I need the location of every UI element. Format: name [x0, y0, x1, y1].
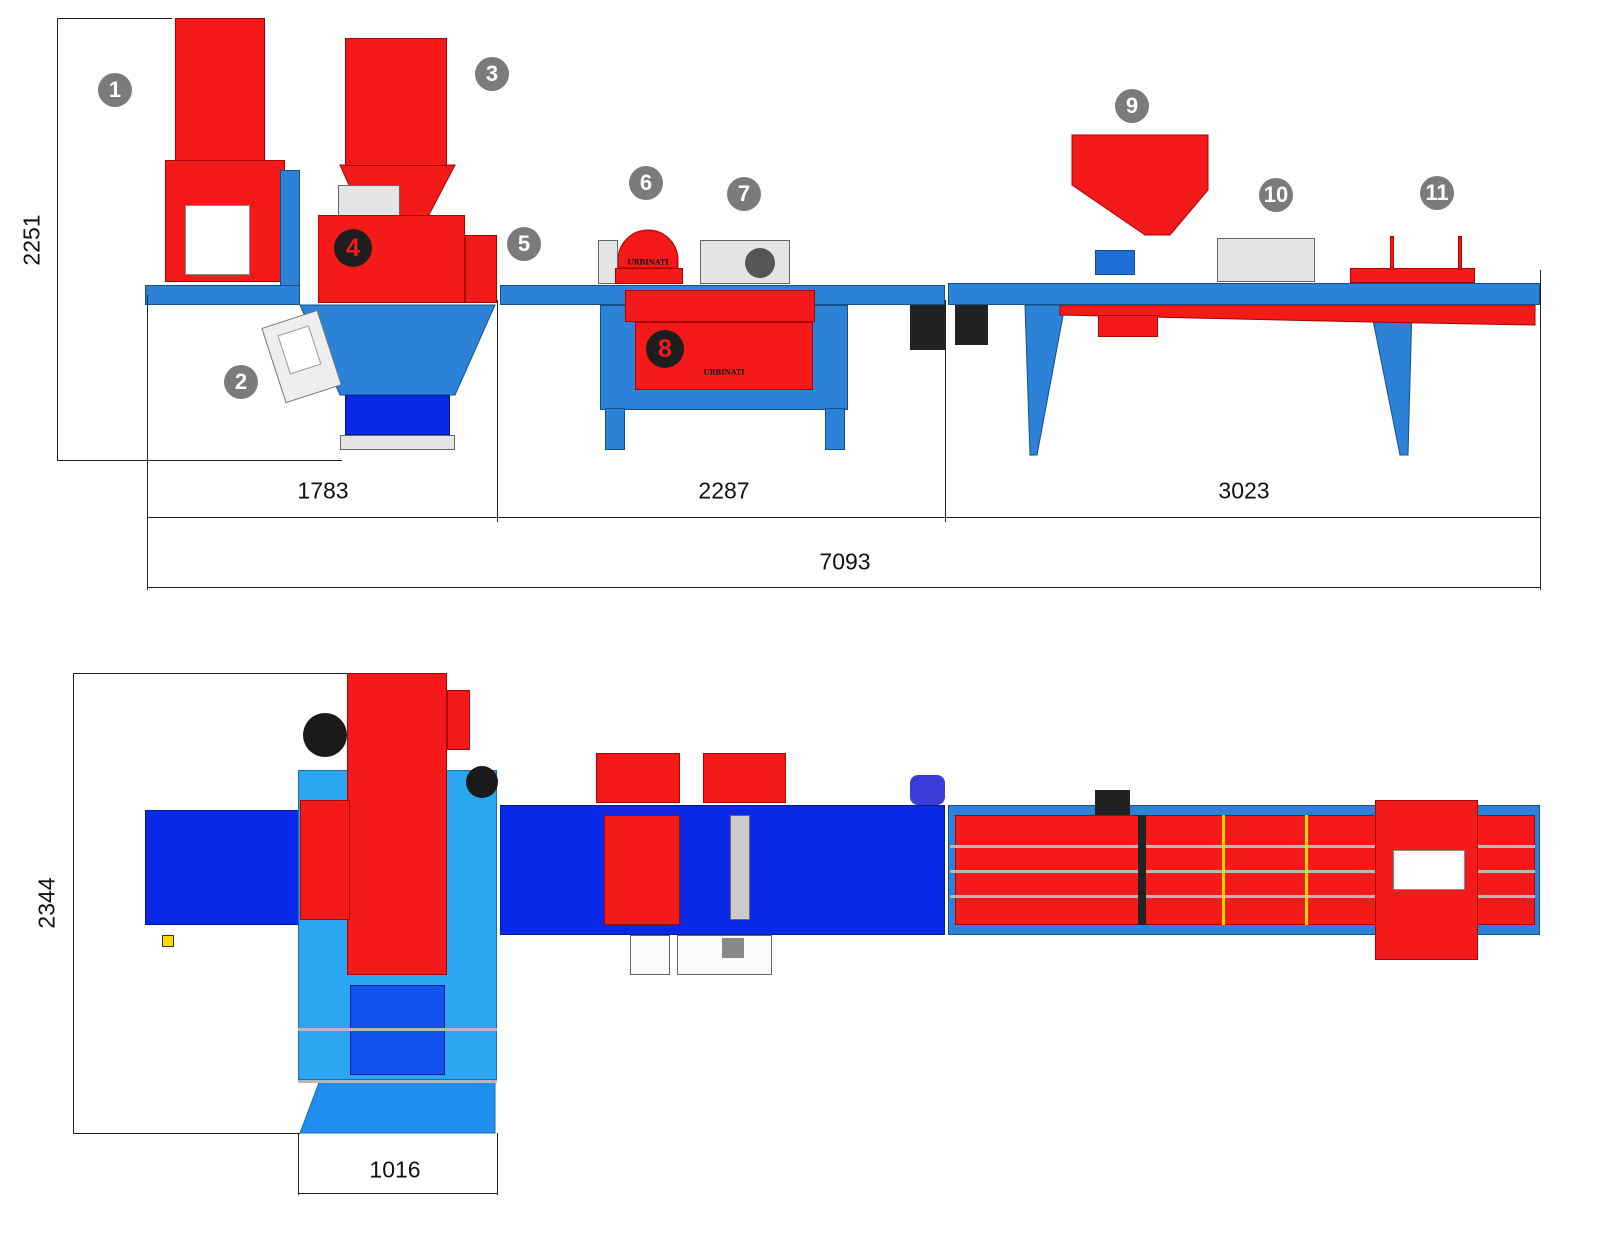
dimension-line: [147, 517, 1540, 518]
panel-2: [261, 309, 342, 404]
extension-line: [497, 1133, 498, 1195]
hopper-base: [340, 435, 455, 450]
dimension-height: 2251: [18, 214, 45, 266]
top-machine-7: [703, 753, 786, 803]
rod: [298, 1080, 497, 1083]
callout-11: 11: [1420, 176, 1454, 210]
logo-text: URBINATI: [703, 367, 745, 377]
callout-10: 10: [1259, 178, 1293, 212]
control-screen: [722, 938, 744, 958]
dimension-line: [73, 673, 74, 1133]
machine-6-frame: [598, 240, 618, 284]
motor-icon: [303, 713, 347, 757]
hopper-9-motor: [1095, 250, 1135, 275]
extension-line: [57, 18, 172, 19]
machine-7-wheel: [745, 248, 775, 278]
callout-1: 1: [98, 73, 132, 107]
callout-5: 5: [507, 227, 541, 261]
top-red-column: [347, 673, 447, 975]
callout-8: 8: [646, 330, 684, 368]
extension-line: [57, 460, 342, 461]
extension-line: [945, 300, 946, 522]
cutter-guard-6: [617, 229, 679, 269]
motor: [910, 775, 945, 805]
unit-11-upright: [1390, 236, 1394, 270]
guide: [1305, 815, 1308, 925]
dimension-section-1: 1783: [297, 477, 349, 504]
red-block: [1098, 315, 1158, 337]
top-infeed-belt: [145, 810, 300, 925]
rod: [950, 870, 1535, 873]
dimension-line: [147, 587, 1540, 588]
dimension-section-2: 2287: [698, 477, 750, 504]
top-red-side: [447, 690, 470, 750]
extension-line: [73, 1133, 300, 1134]
dimension-line: [298, 1193, 497, 1194]
infeed-rail: [145, 285, 300, 305]
leg-left: [1024, 304, 1066, 456]
motor: [910, 305, 945, 350]
brush: [730, 815, 750, 920]
unit-10-plate: [1217, 238, 1315, 282]
top-middle-belt: [500, 805, 945, 935]
unit-11-upright: [1458, 236, 1462, 270]
leg: [825, 408, 845, 450]
callout-7: 7: [727, 177, 761, 211]
logo-text: URBINATI: [627, 257, 669, 267]
machine-6-base: [615, 268, 683, 284]
dimension-width: 2344: [33, 877, 60, 929]
divider: [1138, 815, 1146, 925]
callout-2: 2: [224, 365, 258, 399]
rod: [950, 895, 1535, 898]
unit-11: [1350, 268, 1475, 283]
red-upper-guard: [625, 290, 815, 322]
callout-4: 4: [334, 229, 372, 267]
extension-line: [1540, 270, 1541, 590]
hopper-bottom: [345, 395, 450, 435]
extension-line: [497, 300, 498, 522]
extension-line: [298, 1133, 299, 1195]
motor-icon: [466, 766, 498, 798]
top-machine-8: [604, 815, 680, 925]
callout-3: 3: [475, 57, 509, 91]
dimension-section-3: 3023: [1218, 477, 1270, 504]
machine-5-unit: [465, 235, 497, 303]
leg-right: [1369, 304, 1413, 456]
leg: [605, 408, 625, 450]
callout-9: 9: [1115, 89, 1149, 123]
rod: [950, 845, 1535, 848]
motor: [1095, 790, 1130, 815]
dimension-total-length: 7093: [819, 548, 871, 575]
rod: [298, 1028, 497, 1031]
extension-line: [147, 295, 148, 590]
callout-6: 6: [629, 166, 663, 200]
red-lower-rail: [1059, 304, 1536, 326]
guide: [1222, 815, 1225, 925]
motor: [955, 305, 988, 345]
hopper-3: [345, 38, 447, 166]
top-red-frame: [300, 800, 350, 920]
unit-11-window: [1393, 850, 1465, 890]
outfeed-conveyor-rail: [948, 283, 1540, 305]
hopper-9-funnel: [1071, 134, 1209, 236]
machine-1-window: [185, 205, 250, 275]
top-hopper-outlet: [299, 1079, 496, 1134]
top-machine-6: [596, 753, 680, 803]
control-panel: [630, 935, 670, 975]
emergency-button: [162, 935, 174, 947]
extension-line: [73, 673, 347, 674]
dimension-hopper-width: 1016: [369, 1156, 421, 1183]
dimension-line: [57, 18, 58, 460]
